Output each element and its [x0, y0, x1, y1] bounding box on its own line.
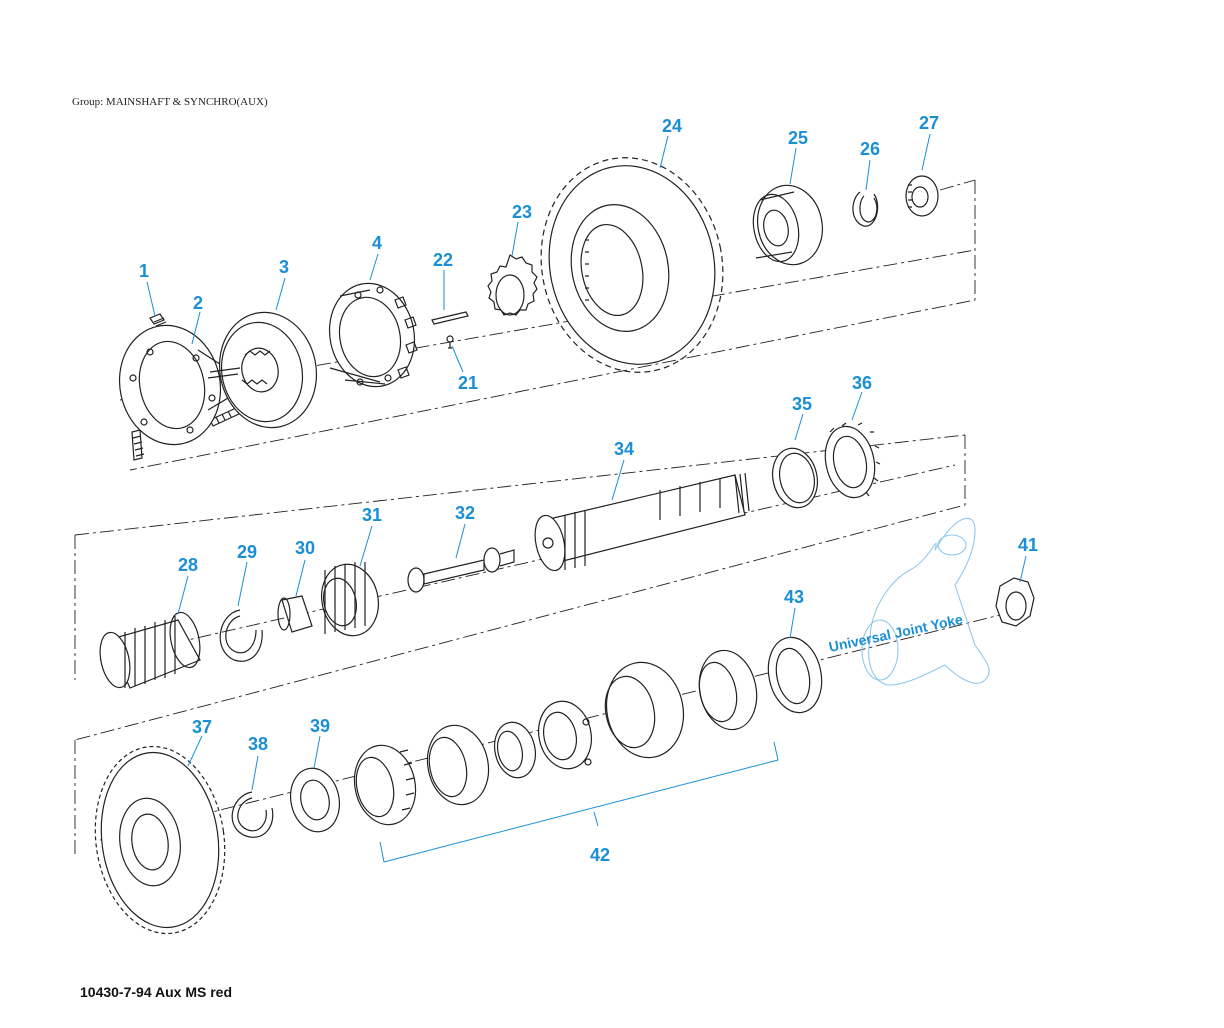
- callout-28: 28: [178, 555, 198, 575]
- callout-35: 35: [792, 394, 812, 414]
- callout-26: 26: [860, 139, 880, 159]
- part-21-screw: [446, 335, 454, 349]
- part-3-synchro-cup: [207, 311, 318, 429]
- part-28-splined-hub: [99, 611, 201, 689]
- callout-37: 37: [192, 717, 212, 737]
- part-35-ring: [771, 447, 819, 509]
- part-23-toothed-washer: [487, 254, 538, 316]
- callout-3: 3: [279, 257, 289, 277]
- callout-38: 38: [248, 734, 268, 754]
- callout-31: 31: [362, 505, 382, 525]
- part-29-snap-ring: [219, 609, 263, 662]
- callout-30: 30: [295, 538, 315, 558]
- part-30-sleeve: [277, 595, 313, 633]
- row2-axis: [99, 464, 956, 661]
- callout-23: 23: [512, 202, 532, 222]
- callout-24: 24: [662, 116, 682, 136]
- part-4-synchro-ring: [328, 282, 418, 388]
- part-32-rod: [407, 547, 515, 593]
- part-24-main-gear: [540, 157, 724, 373]
- part-37-output-gear: [94, 745, 226, 935]
- part-2-carrier: [118, 324, 229, 446]
- leader-lines: [146, 133, 1027, 791]
- part-38-snap-ring: [231, 791, 274, 838]
- part-1-spring: [131, 313, 240, 461]
- callout-27: 27: [919, 113, 939, 133]
- part-31-clutch-gear: [321, 562, 379, 637]
- row2-frame-right: [74, 435, 966, 741]
- callout-39: 39: [310, 716, 330, 736]
- callout-21: 21: [458, 373, 478, 393]
- callout-1: 1: [139, 261, 149, 281]
- callout-2: 2: [193, 293, 203, 313]
- callout-36: 36: [852, 373, 872, 393]
- callout-42: 42: [590, 845, 610, 865]
- drawing-code: 10430-7-94 Aux MS red: [80, 984, 232, 1000]
- part-43-toothed-ring: [767, 636, 823, 714]
- callout-22: 22: [433, 250, 453, 270]
- part-22-key: [431, 311, 469, 325]
- group-title: Group: MAINSHAFT & SYNCHRO(AUX): [72, 96, 268, 108]
- callout-32: 32: [455, 503, 475, 523]
- part-41-nut: [995, 577, 1035, 627]
- part-34-mainshaft: [534, 472, 750, 572]
- callout-34: 34: [614, 439, 634, 459]
- part-39-washer: [289, 767, 341, 833]
- yoke-label: Universal Joint Yoke: [827, 611, 964, 655]
- part-27-bearing: [905, 175, 939, 217]
- callout-41: 41: [1018, 535, 1038, 555]
- callout-43: 43: [784, 587, 804, 607]
- part-25-hub: [752, 184, 823, 266]
- part-42-bracket: [379, 741, 779, 863]
- part-42-bearing-set: [353, 649, 758, 826]
- row1-frame-top: [939, 179, 976, 191]
- part-26-snap-ring: [852, 191, 879, 227]
- universal-joint-yoke: [861, 517, 990, 686]
- row1-frame-right: [129, 180, 976, 471]
- part-36-toothed-ring: [824, 422, 881, 499]
- callout-4: 4: [372, 233, 382, 253]
- callout-29: 29: [237, 542, 257, 562]
- callout-25: 25: [788, 128, 808, 148]
